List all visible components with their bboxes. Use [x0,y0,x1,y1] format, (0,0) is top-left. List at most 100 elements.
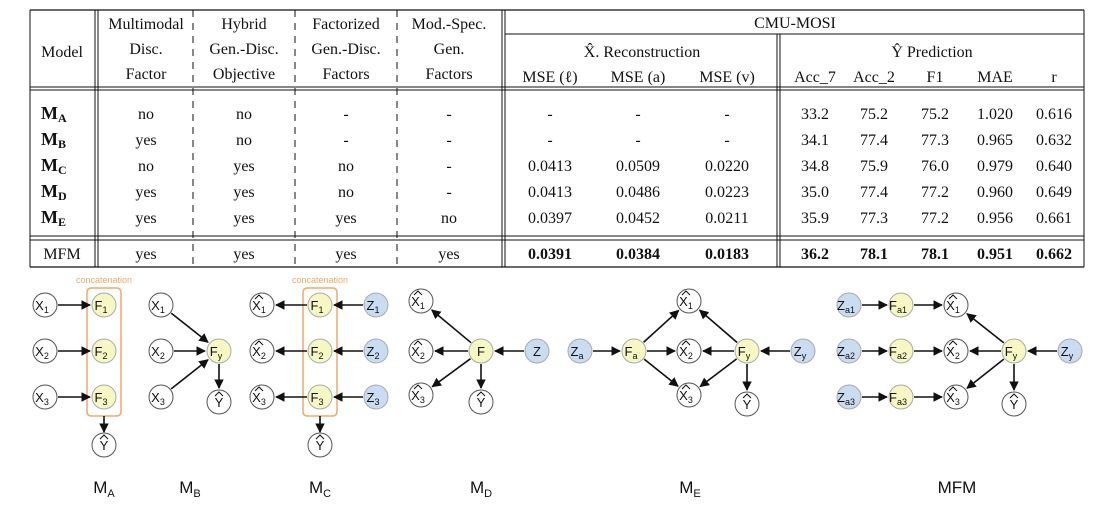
graph-node: Z1 [363,292,389,318]
final-row-value: 0.0384 [616,246,660,263]
row-value: - [547,106,552,123]
node-circle [363,338,389,364]
metric-header: MSE (ℓ) [522,69,577,86]
metric-header: Acc_7 [794,69,836,86]
node-circle [943,338,969,364]
node-label-sub: a1 [845,305,855,315]
node-hat [948,386,958,392]
column-header: Hybrid [221,16,266,33]
column-header: Gen.-Disc. [311,41,380,58]
prediction-group-header: Ŷ Prediction [891,42,972,61]
row-flag: yes [135,210,156,227]
node-circle [888,292,914,318]
node-circle [148,338,174,364]
graph-edge [431,358,471,388]
row-value: 34.1 [801,132,829,149]
graph-node: Y [206,389,232,415]
node-circle [249,384,275,410]
node-label: Y [316,438,325,453]
row-value: - [547,132,552,149]
node-label-sub: 2 [420,351,425,361]
row-value: 0.632 [1036,132,1072,149]
results-table: ModelMultimodalDisc.FactorHybridGen.-Dis… [29,9,1085,268]
graph-edge [699,358,738,388]
row-model: MD [41,181,67,203]
row-flag: no [236,106,252,123]
final-row-value: 0.0391 [528,246,572,263]
node-circle [249,292,275,318]
graph-node: X2 [943,338,969,364]
row-flag: - [446,184,451,201]
concatenation-label: concatenation [292,275,348,285]
node-hat [254,294,264,300]
row-flag: no [138,158,154,175]
node-label-sub: 2 [688,351,693,361]
diagram-caption: ME [679,478,701,500]
final-row-flag: yes [335,246,356,263]
graph-node: F2 [307,338,333,364]
row-model-sub: C [58,163,67,177]
node-hat [413,340,423,346]
node-circle [206,389,232,415]
node-hat [948,294,958,300]
node-circle [408,338,434,364]
node-circle [567,338,593,364]
node-label-sub: 1 [44,305,49,315]
final-row-flag: yes [233,246,254,263]
diagram-caption: MD [470,478,492,500]
node-label: Y [743,397,752,412]
row-value: 0.0223 [705,184,749,201]
node-hat [99,434,109,440]
graph-edge [643,358,679,387]
graph-node: X2 [676,338,702,364]
row-flag: yes [335,210,356,227]
node-hat [742,393,752,399]
node-hat [1009,393,1019,399]
node-circle [943,384,969,410]
row-value: 0.616 [1036,106,1072,123]
row-flag: - [343,106,348,123]
row-value: 0.979 [977,158,1013,175]
row-model-sub: A [58,111,67,125]
final-row-value: 78.1 [860,246,888,263]
row-flag: no [338,184,354,201]
column-header: Gen. [434,41,465,58]
graph-node: X3 [148,384,174,410]
node-label-sub: 2 [318,351,323,361]
final-row-value: 0.662 [1036,246,1072,263]
node-label-sub: 3 [420,395,425,405]
row-value: 1.020 [977,106,1013,123]
row-flag: - [446,158,451,175]
final-row-value: 0.0183 [705,246,749,263]
graph-node: Fy [734,338,760,364]
row-value: - [635,106,640,123]
column-header: Factors [322,66,369,83]
node-label-sub: 3 [955,397,960,407]
node-label-sub: 2 [261,351,266,361]
graph-node: Y [91,432,117,458]
row-value: 0.0211 [705,210,748,227]
node-label-sub: 3 [44,397,49,407]
node-label-sub: 2 [160,351,165,361]
node-label-sub: a [578,351,583,361]
header-model: Model [41,44,83,61]
diagram-caption-sub: C [323,488,331,500]
node-label: Y [477,395,486,410]
node-hat [476,391,486,397]
node-circle [307,384,333,410]
node-circle [1001,338,1027,364]
column-header: Multimodal [108,16,184,33]
graph-edge [431,309,472,344]
node-circle [468,338,494,364]
node-circle [943,292,969,318]
node-circle [524,338,550,364]
model-diagrams: concatenationX1X2X3F1F2F3YX1X2X3FyYconca… [32,275,1083,500]
node-circle [888,338,914,364]
graph-node: Z [524,338,550,364]
graph-node: X1 [943,292,969,318]
node-label-sub: 1 [374,305,379,315]
graph-node: Fa2 [888,338,914,364]
graph-node: X1 [148,292,174,318]
recon-group-header: X̂. Reconstruction [584,42,700,61]
row-value: 75.9 [860,158,888,175]
